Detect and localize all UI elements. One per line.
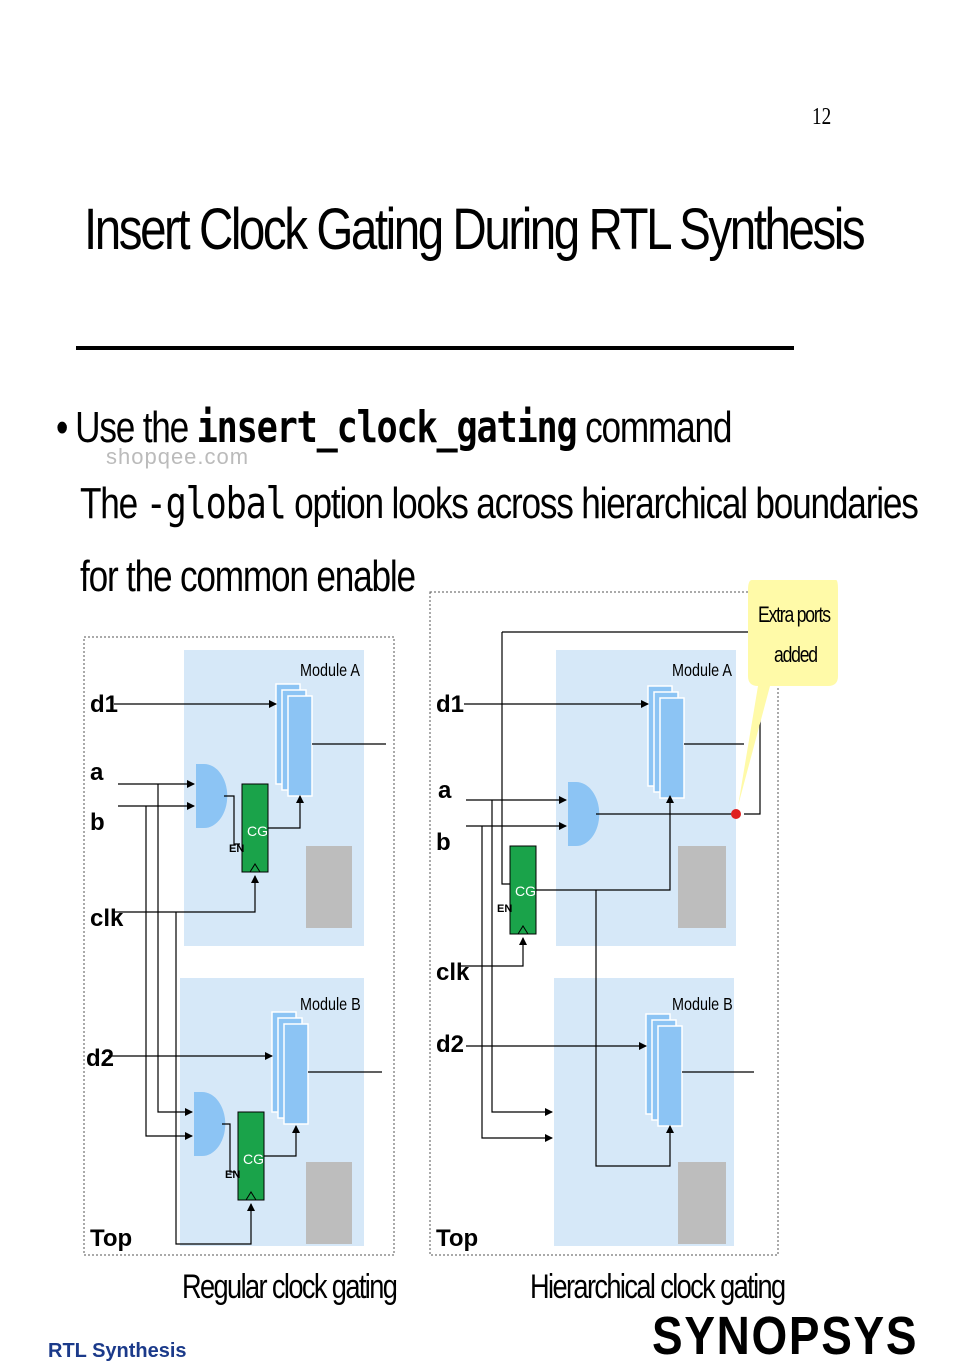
callout-line-2: added — [774, 643, 817, 667]
en-label-a: EN — [229, 843, 244, 855]
extra-ports-callout — [738, 580, 838, 806]
bullet-prefix: Use the — [75, 403, 197, 452]
left-diagram: Module A CG EN Module B CG EN d1 a b clk… — [83, 636, 398, 1306]
right-diagram: Module A CG EN Module B d1 a b clk d2 To… — [429, 580, 838, 1306]
signal-a-hier: a — [438, 777, 452, 804]
cg-label-a: CG — [247, 823, 268, 839]
gray-block-b — [306, 1162, 352, 1244]
caption-regular: Regular clock gating — [182, 1267, 397, 1306]
signal-b-hier: b — [436, 829, 451, 856]
module-a-label-hier: Module A — [672, 661, 732, 681]
and-gate-hier — [568, 782, 600, 846]
register-b — [283, 1023, 309, 1125]
register-a — [287, 695, 313, 797]
sub-prefix: The — [80, 479, 146, 528]
caption-hierarchical: Hierarchical clock gating — [530, 1267, 785, 1306]
sub-suffix: option looks across hierarchical boundar… — [285, 479, 919, 528]
gray-block-b-hier — [678, 1162, 726, 1244]
option-name: -global — [145, 478, 287, 529]
synopsys-logo: SYNOPSYS — [652, 1306, 919, 1366]
callout-line-1: Extra ports — [758, 603, 831, 627]
module-b-label-hier: Module B — [672, 995, 733, 1015]
register-a-hier — [659, 697, 685, 799]
watermark-url: shopqee.com — [106, 444, 250, 469]
en-label-b: EN — [225, 1169, 240, 1181]
and-gate-a — [196, 764, 228, 828]
gray-block-a-hier — [678, 846, 726, 928]
signal-clk-hier: clk — [436, 959, 470, 986]
and-gate-b — [194, 1092, 226, 1156]
sub-line-1: The -global option looks across hierarch… — [80, 478, 919, 529]
top-label: Top — [90, 1225, 132, 1252]
signal-d1: d1 — [90, 691, 118, 718]
bullet-suffix: command — [576, 403, 732, 452]
extra-port-dot — [731, 809, 741, 819]
command-name: insert_clock_gating — [196, 402, 578, 453]
title-divider — [76, 346, 794, 350]
top-label-hier: Top — [436, 1225, 478, 1252]
cg-label-b: CG — [243, 1151, 264, 1167]
en-label-hier: EN — [497, 903, 512, 915]
signal-a: a — [90, 759, 104, 786]
sub-line-2: for the common enable — [80, 552, 416, 601]
cg-label-hier: CG — [515, 883, 536, 899]
signal-b: b — [90, 809, 105, 836]
bullet-item: •Use the insert_clock_gating command — [56, 402, 732, 453]
footer-section-label: RTL Synthesis — [48, 1340, 187, 1362]
bullet-symbol: • — [56, 403, 68, 452]
signal-d2-hier: d2 — [436, 1031, 464, 1058]
signal-d1-hier: d1 — [436, 691, 464, 718]
register-b-hier — [657, 1025, 683, 1127]
page-number: 12 — [812, 104, 832, 130]
signal-d2: d2 — [86, 1045, 114, 1072]
top-boundary-hier — [429, 591, 779, 1256]
signal-clk: clk — [90, 905, 124, 932]
gray-block-a — [306, 846, 352, 928]
slide-title: Insert Clock Gating During RTL Synthesis — [84, 197, 866, 262]
module-a-label: Module A — [300, 661, 360, 681]
module-b-label: Module B — [300, 995, 361, 1015]
cg-cell-b — [237, 1111, 265, 1201]
